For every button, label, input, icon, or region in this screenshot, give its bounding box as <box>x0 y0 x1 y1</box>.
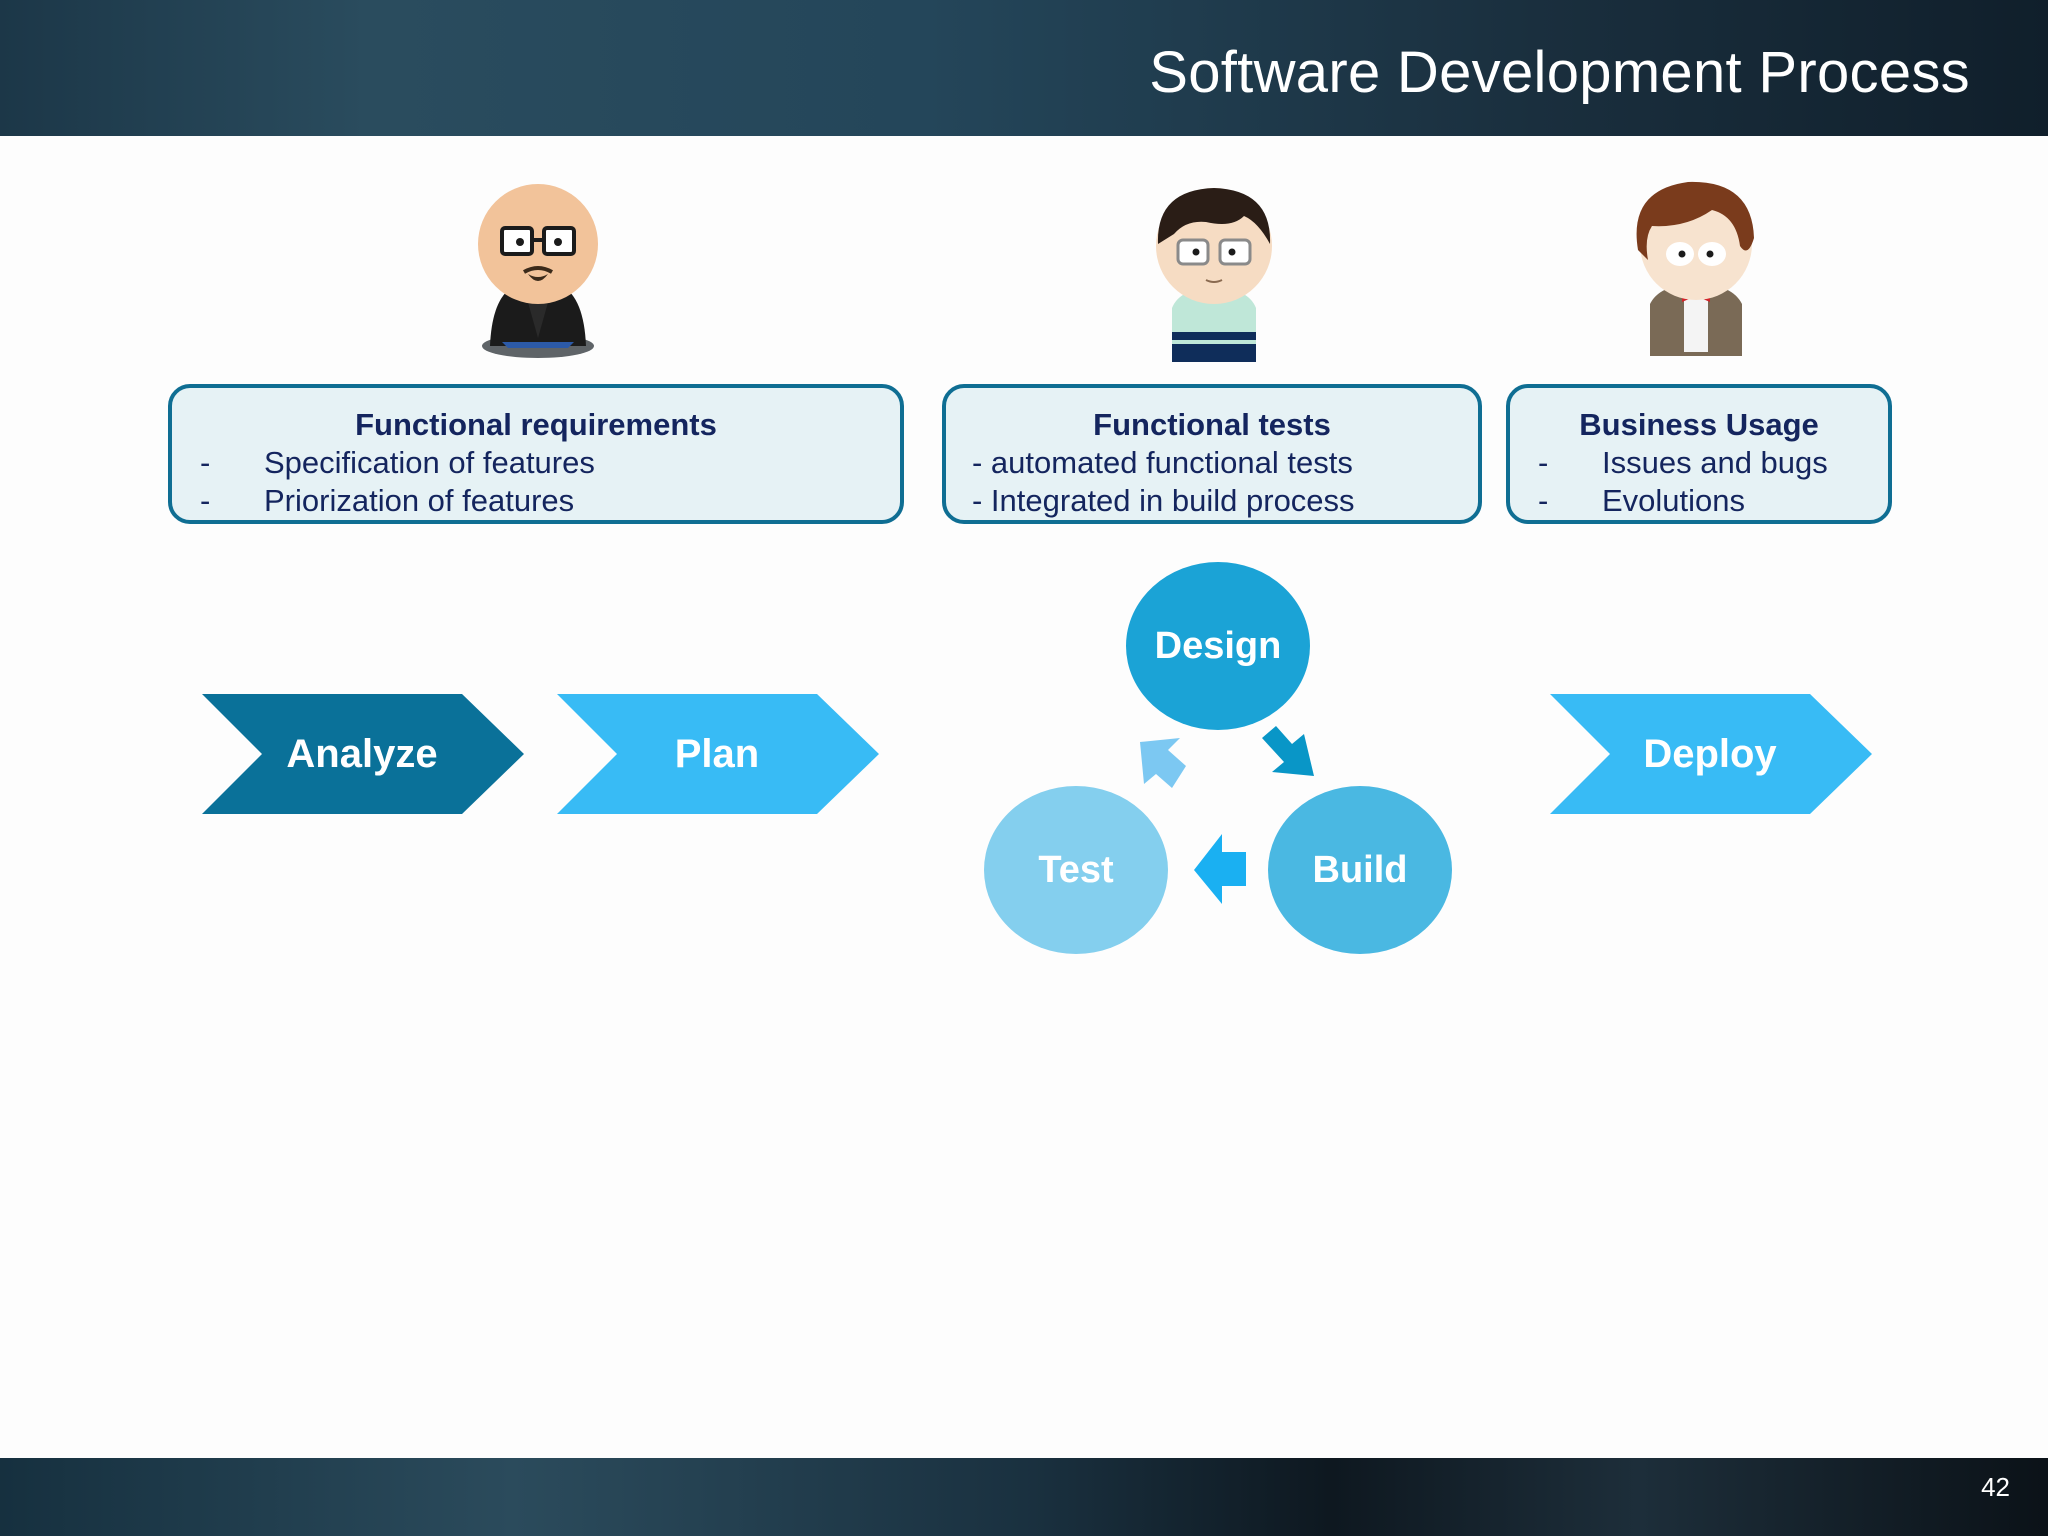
list-item: - Evolutions <box>1510 482 1888 520</box>
deploy-chevron <box>1550 694 1872 814</box>
list-item: - automated functional tests <box>946 444 1478 482</box>
list-item-text: Issues and bugs <box>1602 445 1828 480</box>
functional-requirements-box: Functional requirements - Specification … <box>168 384 904 524</box>
bullet-dash: - <box>200 483 211 518</box>
build-circle: Build <box>1268 786 1452 954</box>
analyze-label: Analyze <box>286 732 438 776</box>
arrow-design-to-build-icon <box>1262 726 1314 776</box>
list-item-text: Priorization of features <box>264 483 575 518</box>
list-item-text: Evolutions <box>1602 483 1746 518</box>
list-item: - Integrated in build process <box>946 482 1478 520</box>
list-item: - Specification of features <box>172 444 900 482</box>
plan-label: Plan <box>674 732 760 776</box>
page-number: 42 <box>1981 1472 2010 1502</box>
analyze-chevron <box>202 694 524 814</box>
arrow-build-to-test-icon <box>1194 834 1246 904</box>
bullet-dash: - <box>200 445 211 480</box>
box-title: Business Usage <box>1579 407 1819 442</box>
functional-tests-box: Functional tests - automated functional … <box>942 384 1482 524</box>
brown-hair-glasses-character-icon <box>1156 188 1272 362</box>
arrow-test-to-design-icon <box>1140 738 1186 788</box>
design-circle: Design <box>1126 562 1310 730</box>
list-item-text: - automated functional tests <box>972 445 1353 480</box>
bowtie-character-icon <box>1636 181 1754 356</box>
deploy-label: Deploy <box>1643 732 1777 776</box>
slide-title: Software Development Process <box>1149 40 1970 105</box>
header-bar <box>0 0 2048 136</box>
list-item: - Priorization of features <box>172 482 900 520</box>
bald-glasses-character-icon <box>478 184 598 358</box>
footer-bar <box>0 1458 2048 1536</box>
plan-chevron <box>557 694 879 814</box>
box-title: Functional tests <box>1093 407 1331 442</box>
test-circle: Test <box>984 786 1168 954</box>
box-title: Functional requirements <box>355 407 717 442</box>
list-item-text: - Integrated in build process <box>972 483 1355 518</box>
list-item: - Issues and bugs <box>1510 444 1888 482</box>
list-item-text: Specification of features <box>264 445 595 480</box>
bullet-dash: - <box>1538 445 1549 480</box>
bullet-dash: - <box>1538 483 1549 518</box>
business-usage-box: Business Usage - Issues and bugs - Evolu… <box>1506 384 1892 524</box>
